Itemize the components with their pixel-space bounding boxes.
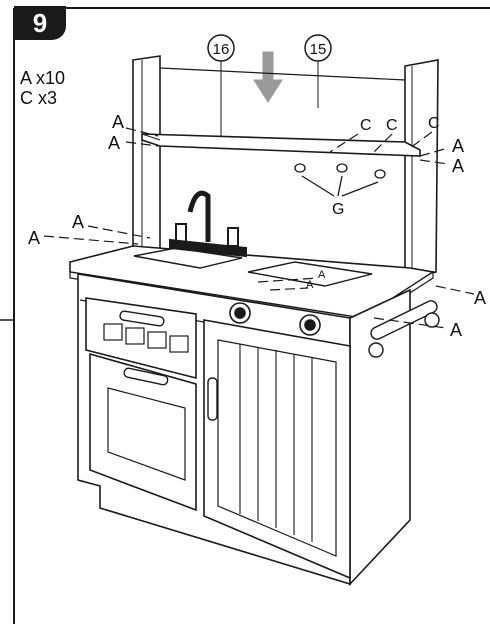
oven-door-handle — [123, 367, 169, 386]
label-a: A — [112, 112, 124, 132]
label-c: C — [360, 117, 372, 134]
label-g: G — [332, 201, 344, 218]
callout-15: 15 — [304, 34, 332, 108]
left-upright-board — [132, 55, 161, 257]
callout-16: 16 — [207, 34, 235, 136]
hooks-g — [294, 163, 386, 197]
callout-15-label: 15 — [310, 41, 327, 58]
label-a: A — [28, 228, 40, 248]
label-a: A — [318, 269, 326, 281]
screw-labels-a: A A A A A A A A — [28, 112, 486, 340]
cabinet-door-handle — [207, 377, 218, 421]
right-upright-board — [404, 59, 439, 282]
small-screw-labels-a: A A — [306, 269, 326, 291]
shelf-board — [141, 133, 421, 157]
back-panel-top — [159, 67, 406, 81]
label-a: A — [108, 133, 120, 153]
label-a: A — [452, 136, 464, 156]
oven-knob-slots — [103, 323, 189, 353]
step-number-badge: 9 — [14, 6, 66, 40]
parts-list: A x10 C x3 — [20, 68, 65, 108]
sink-basin — [133, 247, 243, 269]
page-frame — [13, 7, 490, 624]
screw-leader-lines — [43, 127, 475, 329]
down-arrow-icon — [253, 51, 283, 103]
callout-16-label: 16 — [213, 41, 230, 58]
door-slats — [239, 344, 313, 542]
oven-top-handle — [119, 310, 165, 327]
faucet-icon — [169, 190, 247, 258]
label-a: A — [450, 320, 462, 340]
label-a: A — [306, 279, 314, 291]
bracket-labels-c: C C C — [360, 115, 440, 134]
label-c: C — [428, 115, 440, 132]
parts-list-item: C x3 — [20, 88, 58, 108]
label-a: A — [72, 212, 84, 232]
label-a: A — [452, 156, 464, 176]
parts-list-item: A x10 — [20, 68, 66, 88]
towel-bar — [370, 300, 438, 340]
label-c: C — [386, 117, 398, 134]
label-a: A — [474, 288, 486, 308]
stove-plate — [247, 261, 373, 287]
